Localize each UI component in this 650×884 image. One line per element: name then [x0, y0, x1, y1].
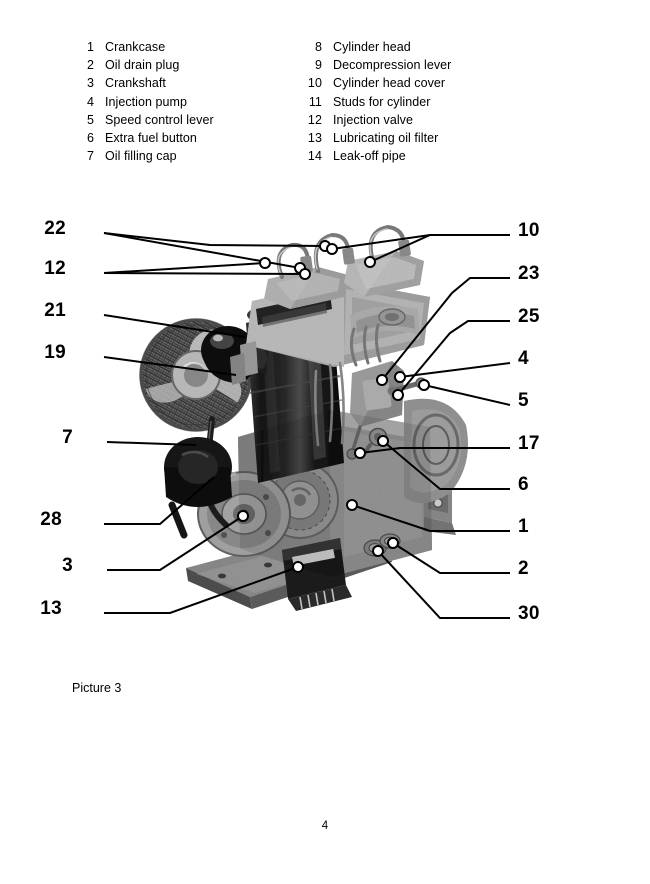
legend-item: 7 Oil filling cap: [72, 147, 214, 165]
legend-item-label: Lubricating oil filter: [333, 130, 439, 145]
figure-caption: Picture 3: [72, 681, 122, 695]
callout-number: 1: [518, 516, 529, 537]
legend-item-label: Injection valve: [333, 112, 413, 127]
callout-number: 12: [44, 258, 66, 279]
legend-item-number: 4: [86, 94, 94, 109]
legend-item-label: Crankshaft: [105, 76, 166, 91]
legend-item-number: 9: [314, 58, 322, 73]
legend-item-number: 10: [307, 76, 322, 91]
callout-number: 21: [44, 300, 66, 321]
legend-item-label: Oil filling cap: [105, 149, 177, 164]
dynamo-generator: [164, 437, 232, 539]
legend-item-number: 3: [86, 76, 94, 91]
legend-item-label: Oil drain plug: [105, 58, 180, 73]
intake-manifold: [350, 306, 420, 339]
legend-item: 11 Studs for cylinder: [300, 93, 451, 111]
leak-off-pipe-highlight: [277, 228, 388, 276]
legend-item: 13 Lubricating oil filter: [300, 129, 451, 147]
callout-number: 3: [62, 555, 73, 576]
legend-item: 3 Crankshaft: [72, 74, 214, 92]
legend-item-label: Speed control lever: [105, 112, 214, 127]
callout-number: 22: [44, 218, 66, 239]
callout-number: 28: [40, 509, 62, 530]
callout-number: 13: [40, 598, 62, 619]
page-number: 4: [321, 820, 329, 832]
legend-item-number: 1: [86, 40, 94, 54]
callout-number: 2: [518, 558, 529, 579]
legend-column-left: 1 Crankcase 2 Oil drain plug 3 Crankshaft 4 Inj…: [72, 38, 214, 165]
callout-number: 17: [518, 433, 540, 454]
legend-item-label: Studs for cylinder: [333, 94, 431, 109]
side-bracket: [230, 341, 258, 385]
legend-item-number: 8: [314, 40, 322, 54]
leader-lines: [103, 232, 511, 619]
legend-item: 4 Injection pump: [72, 93, 214, 111]
legend-item: 14 Leak-off pipe: [300, 147, 451, 165]
legend-item: 1 Crankcase: [72, 38, 214, 56]
callout-number: 23: [518, 263, 540, 284]
legend-item-label: Crankcase: [105, 40, 166, 54]
engine-illustration: [103, 224, 511, 619]
legend-item-number: 12: [307, 112, 322, 127]
leader-endpoint-markers: [237, 240, 430, 573]
legend-item-label: Injection pump: [105, 94, 187, 109]
legend-item: 10 Cylinder head cover: [300, 74, 451, 92]
legend-item-label: Cylinder head: [333, 40, 411, 54]
legend-item: 8 Cylinder head: [300, 38, 451, 56]
legend-item-number: 14: [307, 149, 322, 164]
callout-number: 5: [518, 390, 529, 411]
legend-item-number: 7: [86, 149, 94, 164]
callout-number: 19: [44, 342, 66, 363]
callout-number: 25: [518, 306, 540, 327]
engine-photo-subject: [139, 224, 468, 611]
legend-item: 9 Decompression lever: [300, 56, 451, 74]
legend-item-number: 13: [307, 130, 322, 145]
legend-item-number: 11: [308, 94, 322, 109]
legend-item: 12 Injection valve: [300, 111, 451, 129]
legend-item-label: Decompression lever: [333, 58, 452, 73]
callout-number: 30: [518, 603, 540, 624]
callout-number: 10: [518, 220, 540, 241]
legend-item: 2 Oil drain plug: [72, 56, 214, 74]
legend-item: 6 Extra fuel button: [72, 129, 214, 147]
photo-tone-overlay: [238, 410, 432, 577]
callout-number: 7: [62, 427, 73, 448]
legend-item-number: 2: [86, 58, 94, 73]
legend-item-number: 5: [86, 112, 94, 127]
legend-item-number: 6: [86, 130, 94, 145]
legend-item: 5 Speed control lever: [72, 111, 214, 129]
legend-item-label: Cylinder head cover: [333, 76, 446, 91]
legend-column-right: 8 Cylinder head 9 Decompression lever 10 Cyli…: [300, 38, 451, 165]
legend-item-label: Leak-off pipe: [333, 149, 406, 164]
callout-number: 6: [518, 474, 529, 495]
legend-item-label: Extra fuel button: [105, 130, 197, 145]
callout-number: 4: [518, 348, 529, 369]
engine-figure: [0, 205, 650, 645]
